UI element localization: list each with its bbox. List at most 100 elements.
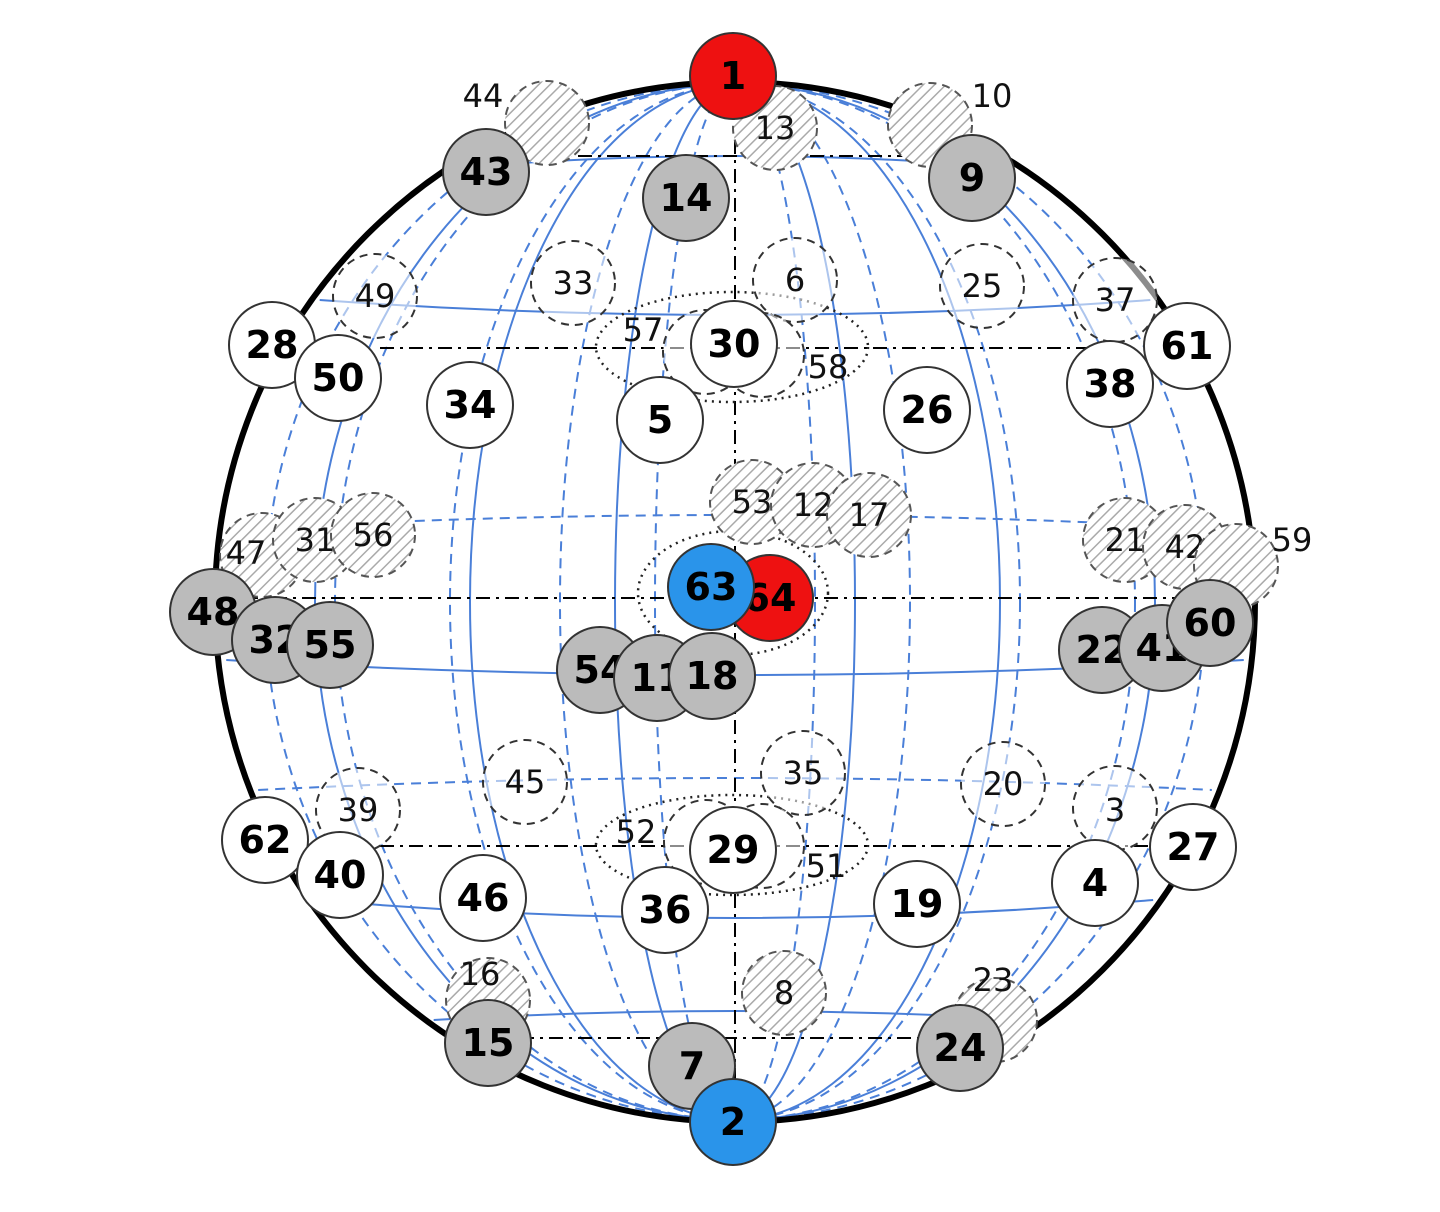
- node-label: 53: [732, 483, 773, 521]
- node-label: 43: [460, 150, 513, 194]
- node-circle: [1166, 579, 1254, 667]
- node-label: 60: [1184, 601, 1237, 645]
- node-label: 26: [901, 388, 954, 432]
- node-17: 17: [826, 472, 912, 558]
- node-1: 1: [689, 32, 777, 120]
- node-60: 60: [1166, 579, 1254, 667]
- node-circle: [444, 999, 532, 1087]
- node-label: 40: [314, 853, 367, 897]
- node-label: 7: [679, 1044, 705, 1088]
- node-label: 48: [187, 590, 240, 634]
- node-circle: [530, 240, 616, 326]
- node-label: 6: [785, 261, 805, 299]
- node-label: 37: [1095, 281, 1136, 319]
- node-circle: [1072, 765, 1158, 851]
- node-62: 62: [221, 796, 309, 884]
- node-label: 20: [983, 765, 1024, 803]
- node-9: 9: [928, 134, 1016, 222]
- node-label: 62: [239, 818, 292, 862]
- node-label: 2: [720, 1100, 746, 1144]
- group-ellipse: [594, 793, 870, 897]
- node-49: 49: [332, 253, 418, 339]
- node-56: 56: [330, 492, 416, 578]
- node-circle: [1149, 803, 1237, 891]
- node-circle: [1143, 302, 1231, 390]
- node-34: 34: [426, 361, 514, 449]
- node-label: 51: [806, 847, 847, 885]
- node-circle: [442, 128, 530, 216]
- node-circle: [928, 134, 1016, 222]
- node-label: 33: [553, 264, 594, 302]
- node-circle: [642, 154, 730, 242]
- node-label: 27: [1167, 825, 1220, 869]
- node-label: 61: [1161, 324, 1214, 368]
- group-ellipse: [594, 290, 870, 404]
- node-circle: [752, 237, 838, 323]
- node-label: 3: [1105, 791, 1125, 829]
- back-meridian: [449, 83, 1021, 1121]
- node-circle: [621, 866, 709, 954]
- node-label: 58: [808, 348, 849, 386]
- node-label: 35: [783, 754, 824, 792]
- node-19: 19: [873, 860, 961, 948]
- node-circle: [760, 730, 846, 816]
- node-circle: [826, 472, 912, 558]
- parallel-line: [316, 899, 1154, 919]
- node-label: 14: [660, 176, 713, 220]
- node-label: 45: [505, 763, 546, 801]
- node-label: 10: [972, 77, 1013, 115]
- node-label: 39: [338, 791, 379, 829]
- node-label: 29: [707, 828, 760, 872]
- node-circle: [883, 366, 971, 454]
- group-ellipse: [636, 529, 830, 657]
- node-36: 36: [621, 866, 709, 954]
- node-label: 36: [639, 888, 692, 932]
- group-ellipses: [594, 290, 870, 897]
- node-label: 25: [962, 267, 1003, 305]
- node-39: 39: [315, 767, 401, 853]
- node-label: 4: [1082, 861, 1108, 905]
- node-38: 38: [1066, 340, 1154, 428]
- node-label: 63: [685, 565, 738, 609]
- node-label: 8: [774, 974, 794, 1012]
- node-46: 46: [439, 854, 527, 942]
- node-circle: [221, 796, 309, 884]
- node-circle: [1066, 340, 1154, 428]
- node-35: 35: [760, 730, 846, 816]
- node-label: 34: [444, 383, 497, 427]
- node-label: 31: [295, 521, 336, 559]
- node-circle: [689, 806, 777, 894]
- node-circle: [504, 80, 590, 166]
- node-circle: [1051, 839, 1139, 927]
- node-label: 30: [708, 322, 761, 366]
- node-29: 29: [689, 806, 777, 894]
- node-label: 46: [457, 876, 510, 920]
- node-label: 5: [647, 398, 673, 442]
- node-circle: [286, 601, 374, 689]
- node-15: 15: [444, 999, 532, 1087]
- node-61: 61: [1143, 302, 1231, 390]
- node-label: 1: [720, 54, 746, 98]
- node-label: 21: [1105, 521, 1146, 559]
- node-label: 38: [1084, 362, 1137, 406]
- node-label: 47: [226, 534, 267, 572]
- node-label: 13: [755, 109, 796, 147]
- node-label: 44: [463, 77, 504, 115]
- node-circle: [616, 376, 704, 464]
- node-circle: [690, 300, 778, 388]
- node-label: 57: [623, 311, 664, 349]
- node-circle: [426, 361, 514, 449]
- node-circle: [741, 950, 827, 1036]
- node-33: 33: [530, 240, 616, 326]
- node-circle: [873, 860, 961, 948]
- node-25: 25: [939, 243, 1025, 329]
- node-circle: [332, 253, 418, 339]
- node-43: 43: [442, 128, 530, 216]
- node-circle: [439, 854, 527, 942]
- node-5: 5: [616, 376, 704, 464]
- node-label: 9: [959, 156, 985, 200]
- node-3: 3: [1072, 765, 1158, 851]
- node-20: 20: [960, 741, 1046, 827]
- node-circle: [689, 32, 777, 120]
